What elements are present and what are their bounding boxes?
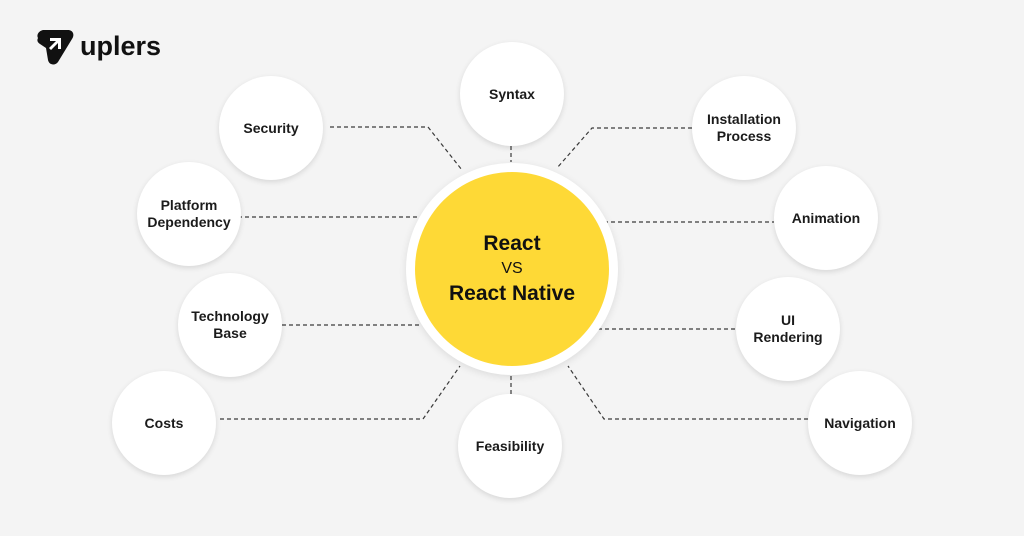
center-topic: React VS React Native xyxy=(415,172,609,366)
center-vs: VS xyxy=(501,260,523,277)
topic-syntax: Syntax xyxy=(460,42,564,146)
topic-navigation: Navigation xyxy=(808,371,912,475)
topic-platform-dependency: Platform Dependency xyxy=(137,162,241,266)
topic-costs: Costs xyxy=(112,371,216,475)
topic-technology-base: Technology Base xyxy=(178,273,282,377)
connector-navigation xyxy=(567,365,808,420)
topic-animation-label: Animation xyxy=(791,209,861,226)
topic-ui-rendering: UI Rendering xyxy=(736,277,840,381)
topic-security-label: Security xyxy=(243,119,299,136)
topic-security: Security xyxy=(219,76,323,180)
brand-name: uplers xyxy=(80,30,162,61)
connector-costs xyxy=(220,365,461,420)
topic-feasibility: Feasibility xyxy=(458,394,562,498)
topic-installation-label: Installation Process xyxy=(707,111,781,144)
topic-technology-label: Technology Base xyxy=(191,308,269,341)
connector-security xyxy=(330,126,463,171)
topic-costs-label: Costs xyxy=(144,414,184,431)
uplers-logo-icon xyxy=(37,30,74,65)
topic-animation: Animation xyxy=(774,166,878,270)
topic-navigation-label: Navigation xyxy=(824,414,896,431)
center-title-react-native: React Native xyxy=(448,282,576,305)
topic-feasibility-label: Feasibility xyxy=(475,437,545,454)
uplers-logo[interactable]: uplers xyxy=(34,26,161,66)
topic-syntax-label: Syntax xyxy=(489,85,535,102)
center-title-react: React xyxy=(483,232,541,255)
topic-platform-label: Platform Dependency xyxy=(147,197,231,230)
topic-ui-rendering-label: UI Rendering xyxy=(753,312,823,345)
topic-installation-process: Installation Process xyxy=(692,76,796,180)
connector-installation xyxy=(556,127,692,169)
